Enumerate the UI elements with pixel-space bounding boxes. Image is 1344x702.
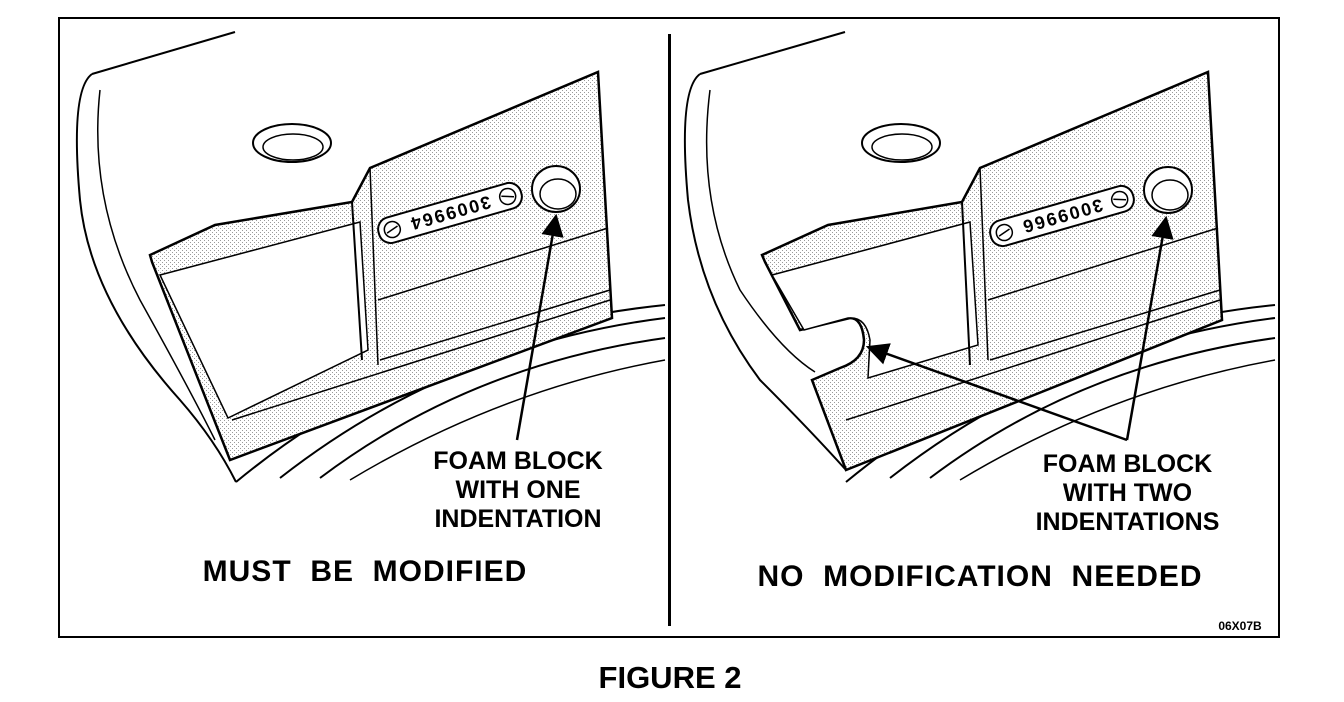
left-callout-arrow [515, 213, 564, 441]
left-status-label: MUST BE MODIFIED [202, 555, 528, 588]
panel-divider [668, 34, 671, 626]
right-callout-line-3: INDENTATIONS [1035, 508, 1220, 536]
right-foam-block-drawing: 3009966 [683, 31, 1276, 483]
right-callout-line-2: WITH TWO [1062, 479, 1193, 507]
right-callout-arrow-indentation [1125, 215, 1174, 441]
figure-frame [58, 17, 1280, 638]
right-callout-label: FOAM BLOCK WITH TWO INDENTATIONS [1010, 450, 1245, 537]
left-foam-block-drawing: 3009964 [75, 31, 666, 483]
figure-caption: FIGURE 2 [598, 660, 742, 695]
left-callout-line-3: INDENTATION [434, 505, 602, 533]
right-status-label: NO MODIFICATION NEEDED [757, 560, 1203, 593]
left-callout-line-2: WITH ONE [455, 476, 581, 504]
left-callout-line-1: FOAM BLOCK [433, 447, 603, 475]
right-callout-line-1: FOAM BLOCK [1042, 450, 1213, 478]
right-callout-arrow-notch [865, 343, 1128, 442]
left-callout-label: FOAM BLOCK WITH ONE INDENTATION [418, 447, 618, 534]
figure-code: 06X07B [1218, 619, 1262, 633]
